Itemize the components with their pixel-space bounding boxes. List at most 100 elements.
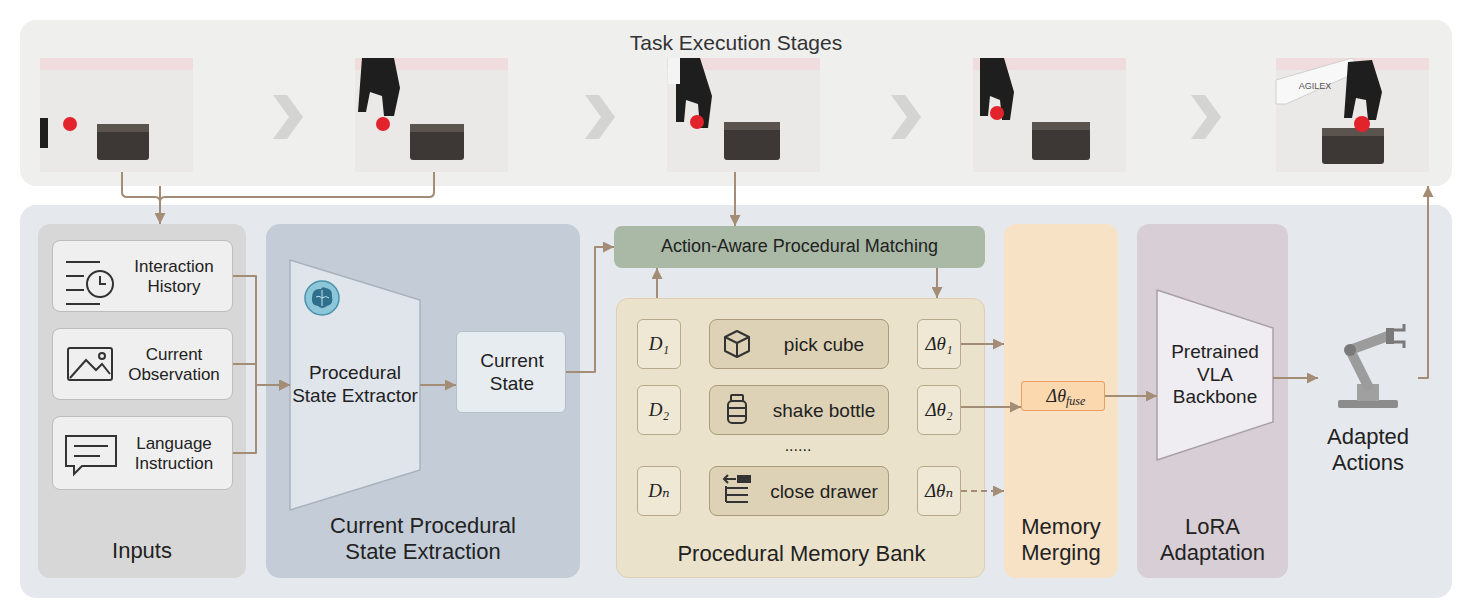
task-box: close drawer (709, 466, 889, 516)
photo-3 (667, 58, 820, 172)
memory-key: D₁ (637, 319, 681, 369)
label-text: Δθ₂ (925, 399, 952, 422)
fused-delta: Δθfuse (1021, 381, 1105, 411)
bottle-icon (728, 395, 746, 423)
photo-bg (667, 58, 820, 172)
connector-arrow (420, 384, 456, 386)
text-box: Pretrained VLA Backbone (1157, 328, 1273, 422)
label-text: Δθ₁ (925, 333, 952, 356)
drawer-icon (724, 475, 750, 502)
stage-chevron (891, 95, 921, 139)
robot-arm-icon (1338, 324, 1404, 408)
label-text: LoRA Adaptation (1137, 514, 1288, 567)
clock-hands (100, 276, 106, 284)
task-box: shake bottle (709, 385, 889, 435)
arm (668, 58, 680, 84)
ball (990, 106, 1004, 120)
photo-5 (1276, 58, 1429, 172)
label-text: fuse (1066, 394, 1085, 408)
text-box: fuse (1066, 391, 1102, 412)
label-text: Dₙ (648, 480, 669, 503)
photo-bg (40, 58, 193, 172)
photo-bg (1276, 58, 1429, 172)
brain-circle (305, 281, 339, 315)
text-box: D₂ (638, 386, 680, 434)
trapezoid-shape (290, 260, 420, 510)
label-text: Action-Aware Procedural Matching (661, 236, 938, 258)
label-text: Task Execution Stages (630, 30, 842, 55)
gripper (358, 58, 400, 116)
lora-panel: LoRA Adaptation Pretrained VLA Backbone (1137, 224, 1288, 578)
photo-bg (355, 58, 508, 172)
drawer-handle (738, 476, 750, 482)
text-box: Δθ₁ (918, 320, 960, 368)
text-box: Action-Aware Procedural Matching (614, 226, 985, 268)
label-text: Δθₙ (925, 480, 953, 503)
label-text: Procedural Memory Bank (677, 541, 925, 567)
text-box: Inputs (38, 528, 246, 574)
photo-wall (40, 58, 193, 70)
text-box: Procedural Memory Bank (617, 533, 986, 575)
brain-fold (316, 290, 329, 306)
label-text: Inputs (112, 538, 172, 564)
photo-leader (122, 172, 735, 202)
label-text: pick cube (784, 334, 864, 357)
connector-arrow (961, 406, 1021, 408)
photo-4 (973, 58, 1126, 172)
gripper (676, 58, 712, 128)
text-box: LoRA Adaptation (1137, 510, 1288, 570)
ball (1354, 116, 1370, 132)
connector-arrow (961, 343, 1004, 345)
robot-pedestal (1357, 384, 1379, 401)
photo-wall (973, 58, 1126, 70)
box (410, 124, 464, 160)
text-box: Language Instruction (117, 417, 231, 491)
image-mountain (70, 360, 110, 378)
bottle-body (728, 401, 746, 423)
connector-arrow (233, 385, 290, 453)
text-box: Interaction History (117, 241, 231, 313)
robot-gripper (1394, 324, 1404, 348)
input-box: Current Observation (52, 328, 233, 400)
connector-arrow (1418, 186, 1428, 378)
bottle-label (728, 408, 746, 416)
robot-joint (1344, 344, 1356, 356)
output-node: Adapted Actions (1318, 320, 1418, 490)
box-top (1032, 122, 1090, 130)
text-box: Current Observation (117, 329, 231, 401)
photo-wall (355, 58, 508, 70)
drawer-rows (726, 486, 748, 502)
free-label: AGILEX (1290, 80, 1340, 92)
text-box: Δθ₂ (918, 386, 960, 434)
label-text: D₁ (649, 333, 669, 356)
connector-arrow (566, 247, 614, 372)
label-text: Current Procedural State Extraction (306, 513, 540, 566)
connector-arrow (233, 364, 290, 385)
robot-wrist (1386, 328, 1394, 344)
stage-chevron (273, 95, 303, 139)
text-box: close drawer (762, 467, 886, 517)
label-text: Pretrained VLA Backbone (1157, 341, 1273, 409)
clock-face (87, 271, 113, 297)
text-box: Current Procedural State Extraction (306, 506, 540, 572)
photo-1 (40, 58, 193, 172)
memory-key: D₂ (637, 385, 681, 435)
list-lines (66, 262, 100, 304)
connector-arrow (656, 268, 658, 298)
connector-arrow (159, 186, 161, 224)
free-label: ...... (778, 436, 818, 456)
label-text: Δθ (1047, 386, 1066, 408)
inputs-panel: Inputs Interaction HistoryCurrent Observa… (38, 224, 246, 578)
ball (690, 115, 704, 129)
history-icon (66, 262, 113, 304)
gripper (40, 118, 48, 148)
label-text: Procedural State Extractor (290, 362, 420, 408)
extraction-panel: Current Procedural State Extraction Proce… (266, 224, 580, 578)
gripper (1344, 60, 1382, 120)
connector-arrow (734, 186, 736, 226)
image-icon (68, 348, 112, 380)
text-box: Task Execution Stages (20, 26, 1452, 60)
connector-arrow (233, 276, 290, 385)
photo-bg (973, 58, 1126, 172)
